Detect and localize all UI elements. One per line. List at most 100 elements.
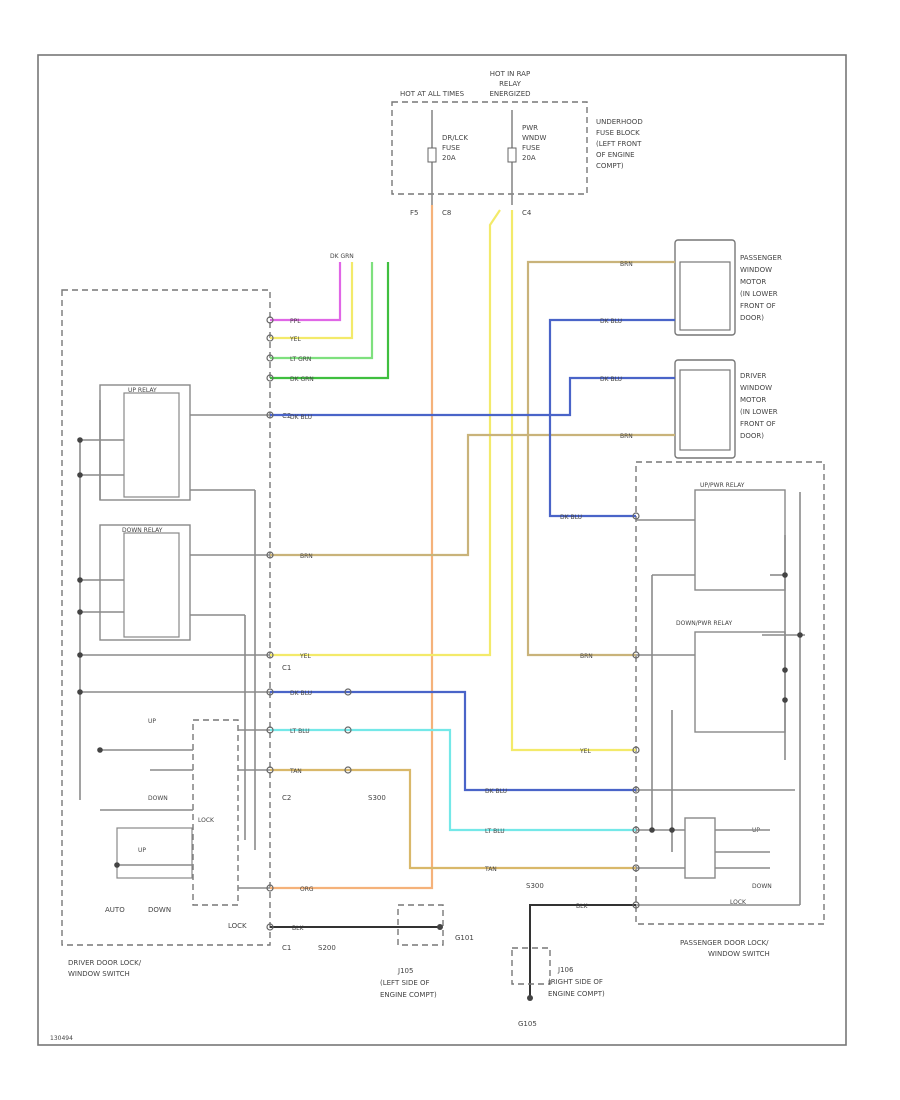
ground-right-3: ENGINE COMPT) bbox=[548, 990, 605, 998]
drv-motor-label-3: MOTOR bbox=[740, 396, 766, 404]
label-tan: TAN bbox=[289, 768, 302, 775]
label-blk-driver: BLK bbox=[292, 925, 304, 932]
pass-motor-label-1: PASSENGER bbox=[740, 254, 782, 262]
fuse1-label-1: DR/LCK bbox=[442, 134, 468, 142]
fuse1-label-2: FUSE bbox=[442, 144, 460, 152]
pass-down-relay-label: DOWN/PWR RELAY bbox=[676, 620, 732, 627]
label-yel-top: YEL bbox=[289, 336, 301, 343]
pass-motor-label-2: WINDOW bbox=[740, 266, 772, 274]
wire-harness-label: DK GRN bbox=[330, 253, 354, 260]
label-blk-pass: BLK bbox=[576, 903, 588, 910]
driver-c1-lower-label: C1 bbox=[282, 944, 291, 952]
fuse-block-name-1: UNDERHOOD bbox=[596, 118, 643, 126]
fuse2-label-2: WNDW bbox=[522, 134, 547, 142]
footer-code: 130494 bbox=[50, 1035, 73, 1042]
underhood-fuse-block: HOT AT ALL TIMES HOT IN RAP RELAY ENERGI… bbox=[391, 70, 643, 217]
drv-switch-auto-label: AUTO bbox=[105, 906, 125, 914]
label-dk-blu-pass-motor: DK BLU bbox=[600, 318, 622, 325]
fuse-block-name-3: (LEFT FRONT bbox=[596, 140, 642, 148]
ground-right-1: J106 bbox=[557, 966, 574, 974]
hot-relay-label-3: ENERGIZED bbox=[489, 90, 530, 98]
label-ppl: PPL bbox=[290, 318, 301, 325]
ltblu-wire bbox=[270, 728, 636, 832]
ground-g101-label: G101 bbox=[455, 934, 474, 942]
tan-wire bbox=[270, 768, 636, 870]
drv-motor-label-2: WINDOW bbox=[740, 384, 772, 392]
yel-wire-pass bbox=[510, 210, 636, 752]
fuse2-label-3: FUSE bbox=[522, 144, 540, 152]
drv-motor-label-4: (IN LOWER bbox=[740, 408, 778, 416]
drv-switch-lock2-label: LOCK bbox=[228, 922, 247, 930]
pass-switch-name-2: WINDOW SWITCH bbox=[708, 950, 770, 958]
drv-switch-name-2: WINDOW SWITCH bbox=[68, 970, 130, 978]
drv-switch-down-label: DOWN bbox=[148, 795, 168, 802]
brn-wire-pass-motor bbox=[526, 260, 675, 657]
drv-switch-name-1: DRIVER DOOR LOCK/ bbox=[68, 959, 142, 967]
drv-switch-up2-label: UP bbox=[138, 847, 146, 854]
ground-left-3: ENGINE COMPT) bbox=[380, 991, 437, 999]
connector-terminals bbox=[266, 316, 640, 931]
driver-c1-label: C1 bbox=[282, 664, 291, 672]
fuse2-label-1: PWR bbox=[522, 124, 538, 132]
hot-at-all-times-label: HOT AT ALL TIMES bbox=[400, 90, 465, 98]
dkblu-wire-pass-motor bbox=[548, 318, 675, 518]
label-lt-grn: LT GRN bbox=[290, 356, 311, 363]
pass-motor-label-6: DOOR) bbox=[740, 314, 764, 322]
fuse1-label-3: 20A bbox=[442, 154, 456, 162]
label-brn-pass-sw: BRN bbox=[580, 653, 593, 660]
pass-motor-label-3: MOTOR bbox=[740, 278, 766, 286]
label-dk-grn: DK GRN bbox=[290, 376, 314, 383]
pass-switch-down-label: DOWN bbox=[752, 883, 772, 890]
label-lt-blu-pass: LT BLU bbox=[485, 828, 505, 835]
label-dk-blu-driver: DK BLU bbox=[290, 414, 312, 421]
drv-switch-lock-label: LOCK bbox=[198, 817, 215, 824]
hot-relay-label-1: HOT IN RAP bbox=[490, 70, 530, 78]
label-dk-blu-s300: DK BLU bbox=[290, 690, 312, 697]
fuse-block-name-2: FUSE BLOCK bbox=[596, 129, 640, 137]
dkgrn-wire bbox=[270, 262, 390, 380]
pass-up-relay-label: UP/PWR RELAY bbox=[700, 482, 745, 489]
splice-s300-label: S300 bbox=[368, 794, 386, 802]
drv-switch-up-label: UP bbox=[148, 718, 156, 725]
dkblu-wire-drv-motor bbox=[270, 376, 675, 417]
label-dk-blu-pass-sw: DK BLU bbox=[560, 514, 582, 521]
ground-left-2: (LEFT SIDE OF bbox=[380, 979, 430, 987]
ground-left-1: J105 bbox=[397, 967, 413, 975]
ground-g105-label: G105 bbox=[518, 1020, 537, 1028]
yel-wire-top bbox=[270, 262, 354, 340]
hot-relay-label-2: RELAY bbox=[499, 80, 522, 88]
org-wire-fuse bbox=[270, 205, 434, 890]
fuse-pin-c8: C8 bbox=[442, 209, 451, 217]
fuse-block-name-4: OF ENGINE bbox=[596, 151, 635, 159]
driver-c2-lower-label: C2 bbox=[282, 794, 291, 802]
label-org: ORG bbox=[300, 886, 314, 893]
splice-s300-pass-label: S300 bbox=[526, 882, 544, 890]
splice-s200-label: S200 bbox=[318, 944, 336, 952]
ppl-wire bbox=[270, 262, 342, 322]
label-brn-driver: BRN bbox=[300, 553, 313, 560]
passenger-door-lock-window-switch: UP/PWR RELAY DOWN/PWR RELAY UP DOWN LOCK… bbox=[635, 461, 825, 958]
label-yel-driver: YEL bbox=[299, 653, 311, 660]
drv-down-relay-label: DOWN RELAY bbox=[122, 527, 163, 534]
ground-right-2: (RIGHT SIDE OF bbox=[548, 978, 603, 986]
yel-wire-fuse bbox=[270, 209, 501, 657]
pass-switch-lock-label: LOCK bbox=[730, 899, 747, 906]
drv-up-relay-label: UP RELAY bbox=[128, 387, 157, 394]
label-dk-blu-drv-motor: DK BLU bbox=[600, 376, 622, 383]
drv-switch-down2-label: DOWN bbox=[148, 906, 171, 914]
label-lt-blu: LT BLU bbox=[290, 728, 310, 735]
diagram-frame bbox=[37, 54, 847, 1046]
drv-motor-label-1: DRIVER bbox=[740, 372, 767, 380]
fuse2-label-4: 20A bbox=[522, 154, 536, 162]
driver-door-lock-window-switch: UP RELAY DOWN RELAY UP DOWN LOCK UP AUTO… bbox=[61, 289, 271, 978]
pass-motor-label-5: FRONT OF bbox=[740, 302, 776, 310]
label-brn-pass-motor: BRN bbox=[620, 261, 633, 268]
passenger-window-motor: PASSENGER WINDOW MOTOR (IN LOWER FRONT O… bbox=[674, 239, 782, 336]
drv-motor-label-5: FRONT OF bbox=[740, 420, 776, 428]
drv-motor-label-6: DOOR) bbox=[740, 432, 764, 440]
brn-wire-drv-motor bbox=[270, 433, 675, 557]
fuse-pin-f5: F5 bbox=[410, 209, 418, 217]
label-brn-drv-motor: BRN bbox=[620, 433, 633, 440]
label-tan-pass: TAN bbox=[484, 866, 497, 873]
